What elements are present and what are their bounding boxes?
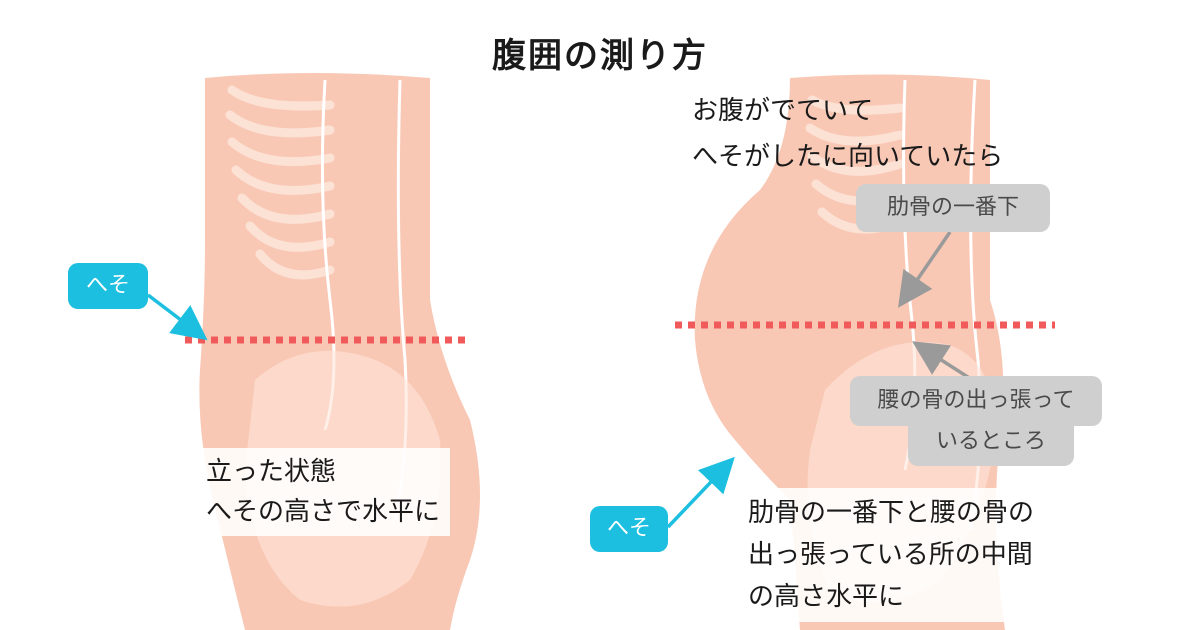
- left-caption-line2: へその高さで水平に: [206, 497, 441, 527]
- right-condition-line1: お腹がでていて: [692, 96, 874, 126]
- right-condition-text: お腹がでていて へそがしたに向いていたら: [692, 88, 1003, 180]
- right-caption-line1: 肋骨の一番下と腰の骨の: [748, 498, 1035, 528]
- left-navel-arrow: [146, 293, 208, 341]
- right-caption-line3: の高さ水平に: [748, 582, 905, 612]
- right-caption: 肋骨の一番下と腰の骨の 出っ張っている所の中間 の高さ水平に: [738, 488, 1045, 622]
- page-title: 腹囲の測り方: [492, 36, 708, 76]
- right-navel-arrow: [666, 456, 735, 529]
- right-caption-line2: 出っ張っている所の中間: [748, 540, 1033, 570]
- hip-label-line1: 腰の骨の出っ張って: [850, 376, 1102, 426]
- left-caption: 立った状態 へその高さで水平に: [196, 448, 451, 536]
- hip-label-line2: いるところ: [908, 420, 1074, 466]
- right-navel-label: へそ: [590, 506, 668, 552]
- rib-arrow: [898, 231, 952, 308]
- left-caption-line1: 立った状態: [206, 457, 337, 487]
- left-navel-label: へそ: [68, 263, 148, 309]
- left-torso: [199, 73, 480, 630]
- rib-label: 肋骨の一番下: [856, 184, 1050, 232]
- right-condition-line2: へそがしたに向いていたら: [692, 142, 1004, 172]
